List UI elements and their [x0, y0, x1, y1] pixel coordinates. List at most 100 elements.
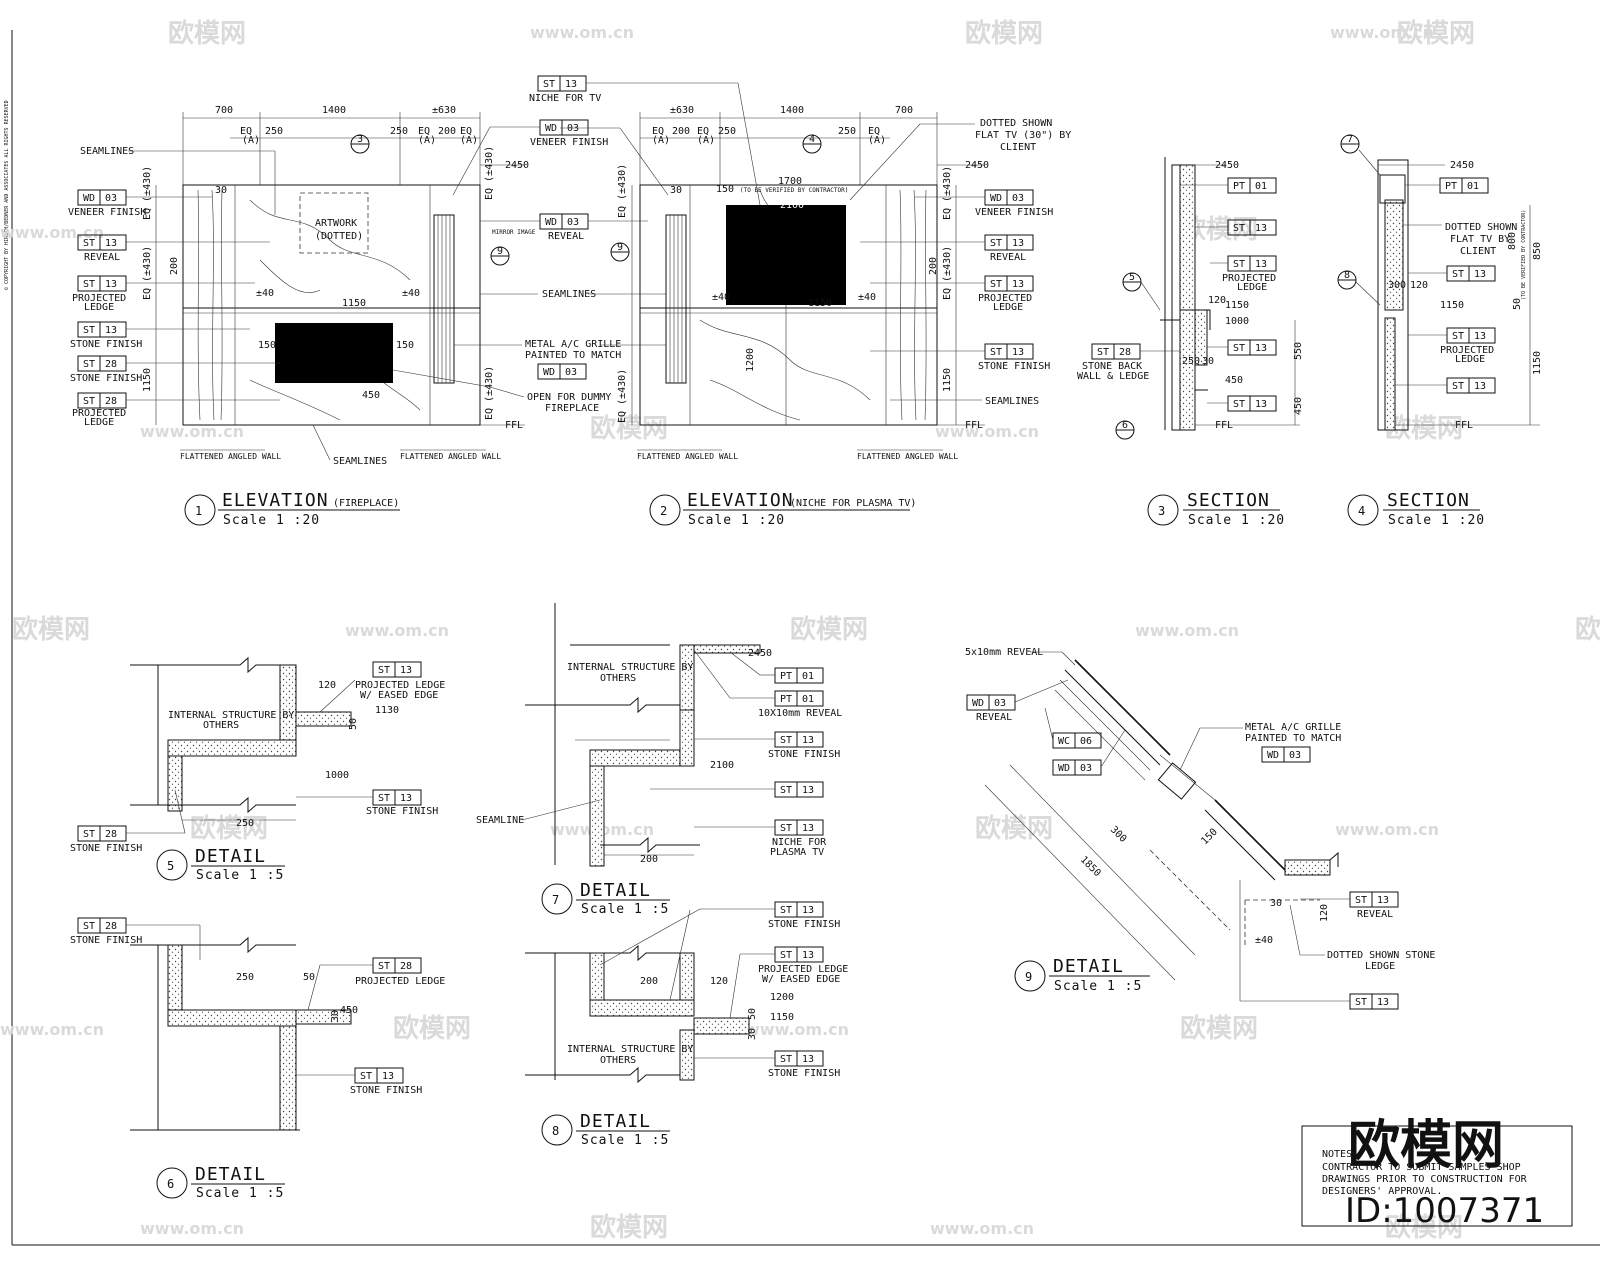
- svg-text:±40: ±40: [402, 288, 420, 299]
- svg-text:Scale 1 :20: Scale 1 :20: [223, 513, 320, 528]
- svg-text:WD: WD: [545, 123, 557, 134]
- svg-text:www.om.cn: www.om.cn: [745, 1020, 849, 1039]
- svg-text:06: 06: [1080, 736, 1092, 747]
- svg-text:1: 1: [195, 504, 202, 518]
- drawing-6-title: 6 DETAIL Scale 1 :5: [156, 1164, 285, 1201]
- svg-text:ST: ST: [1233, 223, 1245, 234]
- svg-text:www.om.cn: www.om.cn: [0, 1020, 104, 1039]
- svg-text:30: 30: [330, 1010, 341, 1022]
- svg-text:(A): (A): [652, 135, 670, 146]
- svg-text:EQ: EQ: [240, 126, 252, 137]
- svg-text:1850: 1850: [1078, 854, 1103, 879]
- svg-text:欧模网: 欧模网: [168, 18, 246, 49]
- drawing-3-title: 3 SECTION Scale 1 :20: [1147, 490, 1284, 528]
- svg-text:(DOTTED): (DOTTED): [315, 231, 363, 242]
- svg-text:ST: ST: [780, 823, 792, 834]
- watermark-logo: 欧模网: [190, 813, 268, 844]
- svg-text:DRAWINGS PRIOR TO CONSTRUCTION: DRAWINGS PRIOR TO CONSTRUCTION FOR: [1322, 1174, 1528, 1185]
- svg-text:2450: 2450: [1450, 160, 1474, 171]
- svg-text:ST: ST: [83, 325, 95, 336]
- svg-text:WD: WD: [1058, 763, 1070, 774]
- svg-text:www.om.cn: www.om.cn: [935, 422, 1039, 441]
- svg-text:1150: 1150: [770, 1012, 794, 1023]
- svg-text:200: 200: [169, 257, 180, 275]
- svg-text:FFL: FFL: [1215, 420, 1233, 431]
- svg-text:NICHE FOR: NICHE FOR: [772, 837, 827, 848]
- section-marker-7: 7: [1340, 134, 1360, 154]
- svg-text:13: 13: [565, 79, 577, 90]
- svg-text:INTERNAL STRUCTURE BY: INTERNAL STRUCTURE BY: [168, 710, 294, 721]
- svg-text:LEDGE: LEDGE: [1237, 282, 1267, 293]
- svg-text:欧模网: 欧模网: [790, 614, 868, 645]
- svg-text:Scale 1 :5: Scale 1 :5: [196, 1186, 284, 1201]
- notes-box: NOTES: CONTRACTOR TO SUBMIT SAMPLES SHOP…: [1301, 1125, 1573, 1227]
- watermark-url: www.om.cn: [930, 1219, 1034, 1238]
- svg-text:2100: 2100: [710, 760, 734, 771]
- svg-text:ST: ST: [780, 785, 792, 796]
- svg-text:1150: 1150: [1225, 300, 1249, 311]
- svg-text:13: 13: [1377, 997, 1389, 1008]
- svg-text:13: 13: [802, 823, 814, 834]
- watermark-logo: 欧模网: [590, 413, 668, 444]
- watermark-url: www.om.cn: [140, 422, 244, 441]
- svg-text:SEAMLINES: SEAMLINES: [333, 456, 387, 467]
- svg-text:(A): (A): [697, 135, 715, 146]
- svg-text:WD: WD: [83, 193, 95, 204]
- svg-text:STONE FINISH: STONE FINISH: [70, 339, 142, 350]
- svg-text:FLAT TV BY: FLAT TV BY: [1450, 234, 1510, 245]
- svg-text:ST: ST: [780, 905, 792, 916]
- svg-text:6: 6: [167, 1177, 174, 1191]
- svg-text:ST: ST: [83, 238, 95, 249]
- svg-text:1150: 1150: [942, 368, 953, 392]
- svg-text:EQ (±430): EQ (±430): [142, 166, 153, 220]
- svg-text:欧模网: 欧模网: [1385, 413, 1463, 444]
- svg-text:DETAIL: DETAIL: [195, 1164, 266, 1185]
- svg-text:欧模网: 欧模网: [190, 813, 268, 844]
- drawing-1-elevation-fireplace: 700 1400 ±630 EQ(A) 250 250 EQ(A) 200 EQ…: [68, 105, 621, 528]
- svg-text:30: 30: [747, 1028, 758, 1040]
- svg-text:DETAIL: DETAIL: [195, 846, 266, 867]
- svg-text:ST: ST: [1233, 399, 1245, 410]
- svg-text:2450: 2450: [748, 648, 772, 659]
- svg-text:DOTTED SHOWN STONE: DOTTED SHOWN STONE: [1327, 950, 1435, 961]
- svg-text:STONE FINISH: STONE FINISH: [768, 919, 840, 930]
- svg-text:01: 01: [802, 671, 814, 682]
- section-marker-8: 8: [1337, 270, 1357, 290]
- svg-text:ST: ST: [1233, 343, 1245, 354]
- svg-text:DETAIL: DETAIL: [1053, 956, 1124, 977]
- svg-text:STONE FINISH: STONE FINISH: [768, 1068, 840, 1079]
- drawing-8-title: 8 DETAIL Scale 1 :5: [541, 1111, 670, 1148]
- svg-text:ST: ST: [780, 950, 792, 961]
- svg-text:450: 450: [362, 390, 380, 401]
- svg-text:13: 13: [802, 905, 814, 916]
- svg-text:PLASMA TV: PLASMA TV: [770, 847, 824, 858]
- svg-text:28: 28: [400, 961, 412, 972]
- svg-text:STONE FINISH: STONE FINISH: [70, 843, 142, 854]
- svg-text:STONE FINISH: STONE FINISH: [768, 749, 840, 760]
- svg-text:OTHERS: OTHERS: [203, 720, 239, 731]
- svg-text:150: 150: [258, 340, 276, 351]
- svg-text:120: 120: [1410, 280, 1428, 291]
- svg-text:www.om.cn: www.om.cn: [1335, 820, 1439, 839]
- svg-text:WD: WD: [1267, 750, 1279, 761]
- svg-text:2100: 2100: [780, 200, 804, 211]
- svg-text:FLATTENED ANGLED WALL: FLATTENED ANGLED WALL: [400, 452, 501, 461]
- svg-text:SEAMLINES: SEAMLINES: [80, 146, 134, 157]
- svg-text:(A): (A): [242, 135, 260, 146]
- svg-text:28: 28: [105, 829, 117, 840]
- svg-text:REVEAL: REVEAL: [990, 252, 1026, 263]
- svg-text:EQ (±430): EQ (±430): [617, 369, 628, 423]
- svg-text:Scale 1 :5: Scale 1 :5: [1054, 979, 1142, 994]
- svg-text:01: 01: [1467, 181, 1479, 192]
- svg-text:1150: 1150: [1440, 300, 1464, 311]
